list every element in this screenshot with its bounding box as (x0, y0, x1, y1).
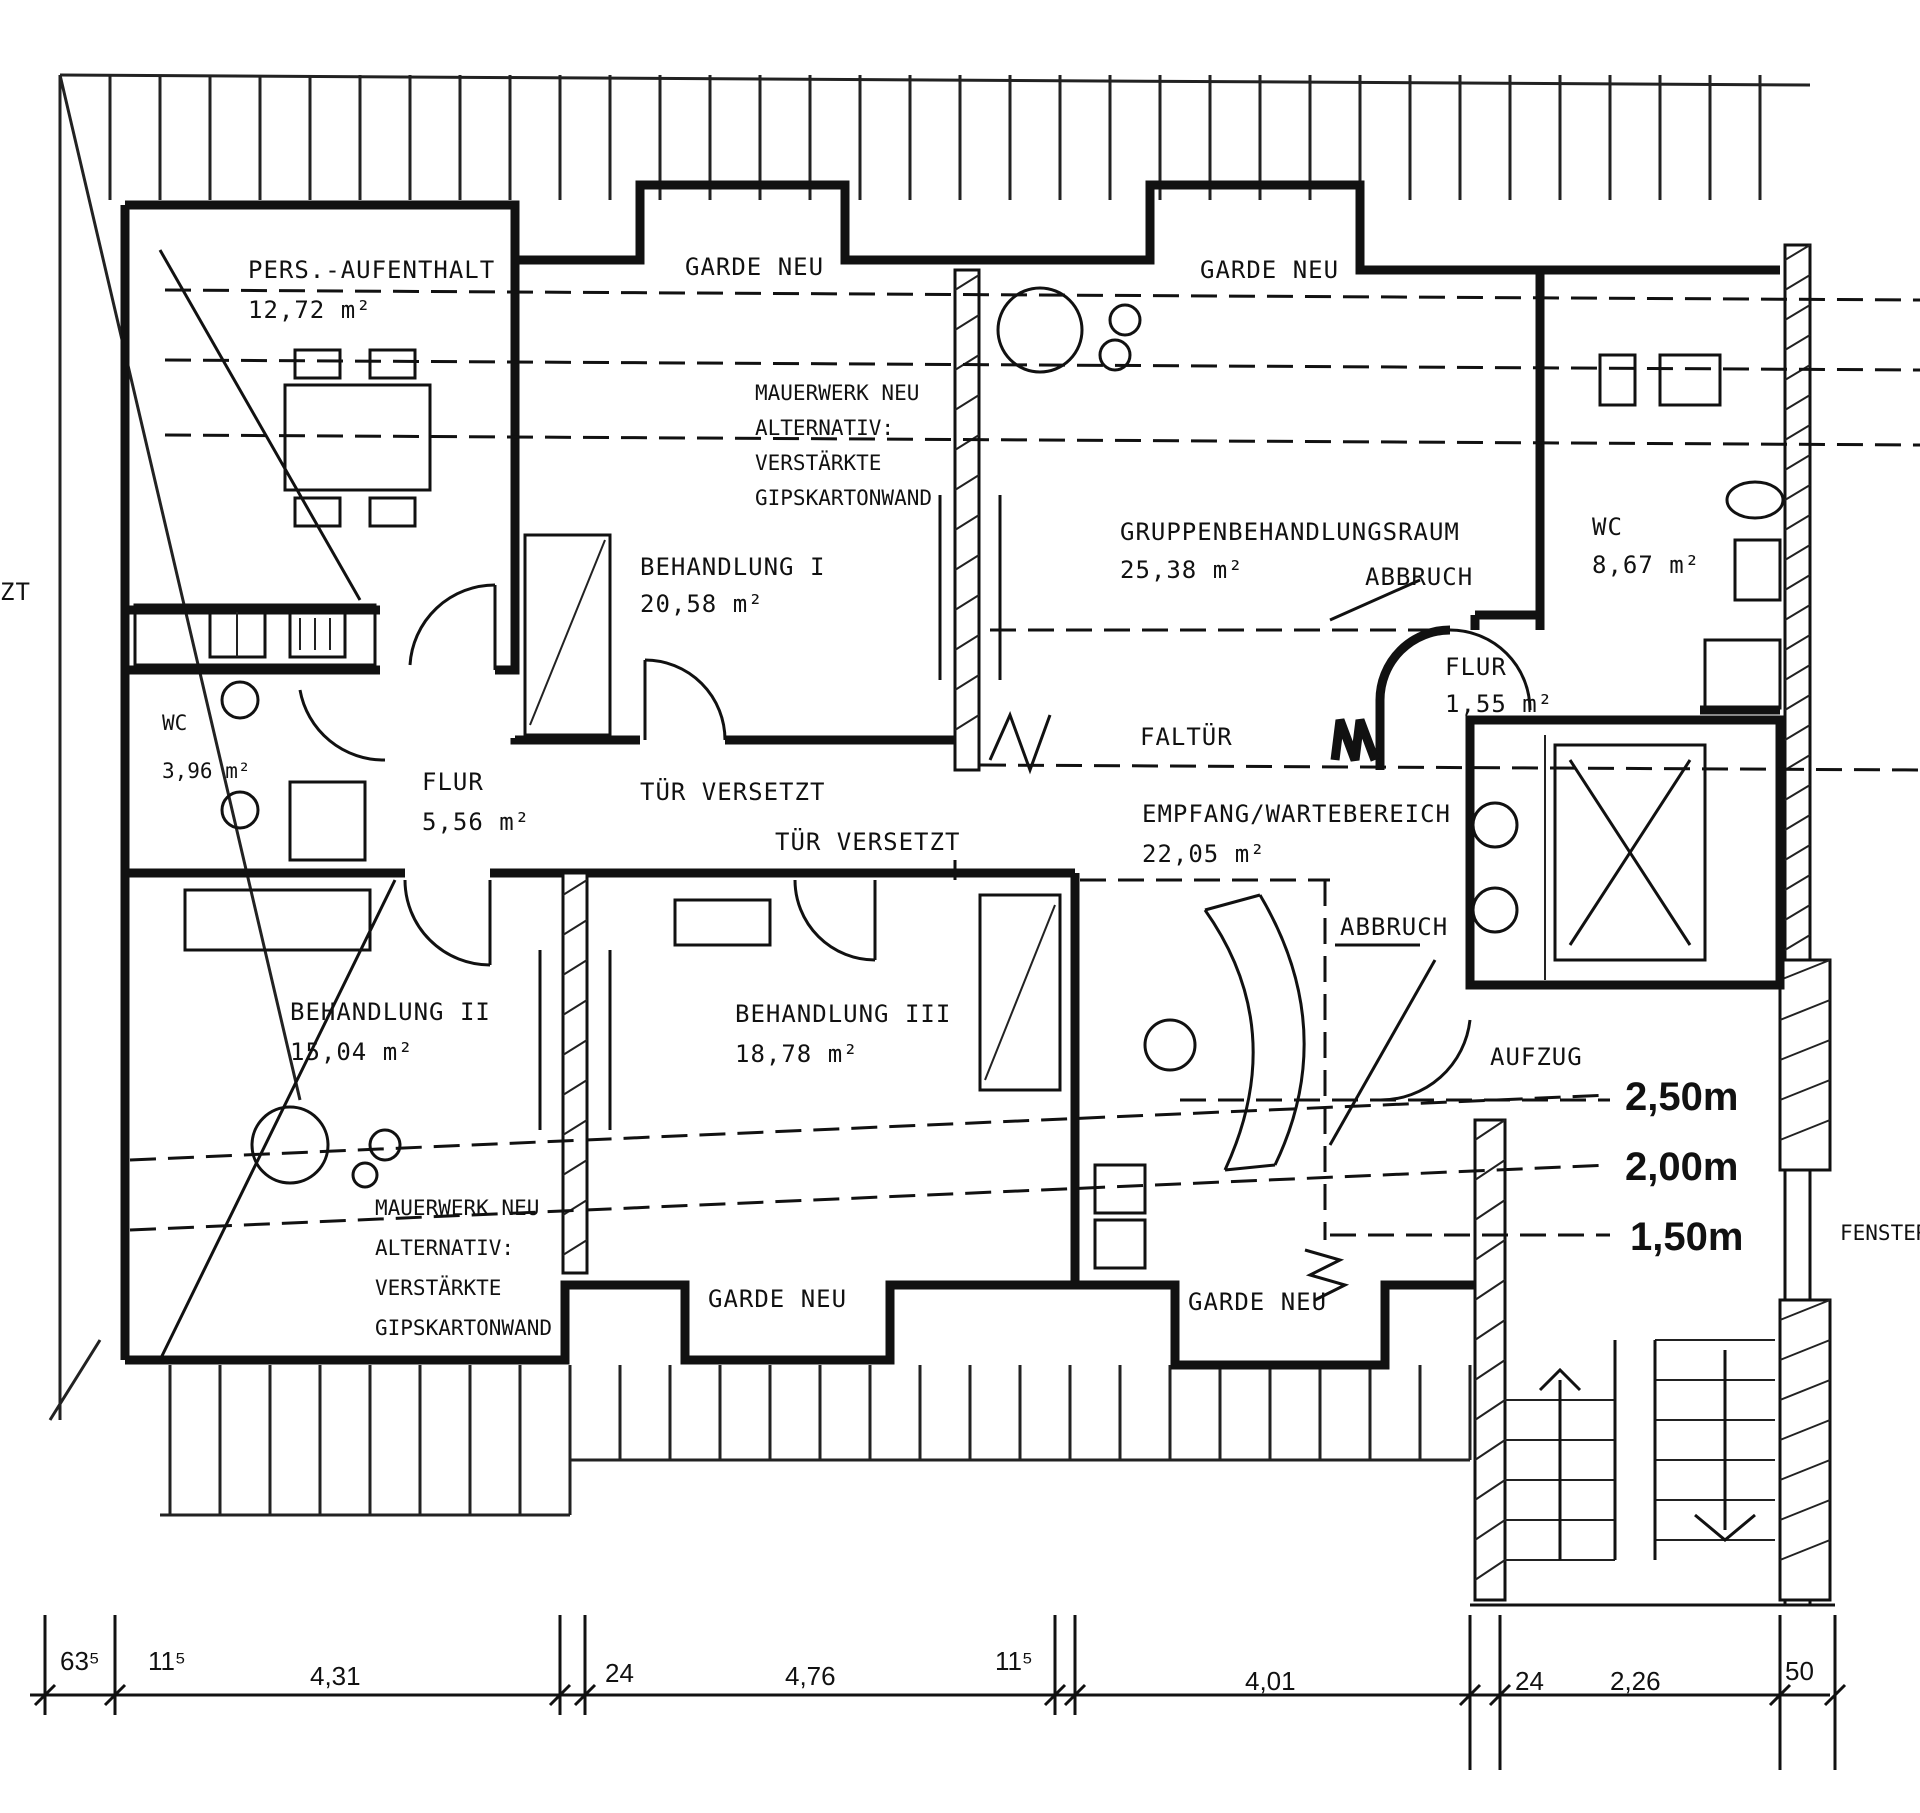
aufzug-label: AUFZUG (1490, 1043, 1583, 1071)
mauerwerk-top-4: GIPSKARTONWAND (755, 486, 932, 510)
dim-635: 63⁵ (60, 1646, 100, 1676)
flur-small-area: 1,55 m² (1445, 690, 1553, 718)
dim-226: 2,26 (1610, 1666, 1661, 1696)
height-200: 2,00m (1625, 1145, 1738, 1189)
leaders (158, 249, 1437, 1361)
dim-24a: 24 (605, 1658, 634, 1688)
dim-476: 4,76 (785, 1661, 836, 1691)
behandlung3-name: BEHANDLUNG III (735, 1000, 951, 1028)
fenster-label: FENSTER (1840, 1221, 1920, 1245)
dim-115b: 11⁵ (995, 1646, 1033, 1676)
wc-fixtures-left (220, 680, 367, 862)
height-lines (129, 288, 1920, 1240)
gruppe-area: 25,38 m² (1120, 556, 1244, 584)
zt-label: ZT (0, 578, 31, 606)
garde-top-left: GARDE NEU (685, 253, 824, 281)
kitchenette (133, 603, 377, 667)
empfang-area: 22,05 m² (1142, 840, 1266, 868)
tuer-versetzt-1: TÜR VERSETZT (640, 777, 825, 806)
behandlung2-name: BEHANDLUNG II (290, 998, 491, 1026)
mauerwerk-top-1: MAUERWERK NEU (755, 381, 919, 405)
folding-doors (988, 710, 1380, 775)
behandlung2-area: 15,04 m² (290, 1038, 414, 1066)
elevator-shaft (1465, 715, 1785, 990)
wc-name: WC (1592, 513, 1623, 541)
mauerwerk-top-3: VERSTÄRKTE (755, 450, 881, 475)
tuer-versetzt-2: TÜR VERSETZT (775, 827, 960, 856)
reception-counter (1093, 893, 1306, 1270)
dim-431: 4,31 (310, 1661, 361, 1691)
flur-main-area: 5,56 m² (422, 808, 530, 836)
garde-top-right: GARDE NEU (1200, 256, 1339, 284)
mauerwerk-bottom-2: ALTERNATIV: (375, 1236, 514, 1260)
mauerwerk-bottom-4: GIPSKARTONWAND (375, 1316, 552, 1340)
wc2-name: WC (162, 711, 187, 735)
mauerwerk-bottom-3: VERSTÄRKTE (375, 1275, 501, 1300)
wc2-area: 3,96 m² (162, 759, 251, 783)
dimension-chain (30, 1603, 1847, 1770)
dim-24b: 24 (1515, 1666, 1544, 1696)
height-markers: 2,50m 2,00m 1,50m (1625, 1075, 1743, 1259)
dining-table (283, 348, 432, 528)
roof-rafters-bottom (48, 1339, 1472, 1517)
height-250: 2,50m (1625, 1075, 1738, 1119)
dim-50: 50 (1785, 1656, 1814, 1686)
aufenthalt-name: PERS.-AUFENTHALT (248, 256, 495, 284)
garde-bottom-right: GARDE NEU (1188, 1288, 1327, 1316)
hatched-exterior-wall (1778, 243, 1832, 1607)
stairwell (1473, 1118, 1775, 1602)
abbruch-bottom: ABBRUCH (1340, 913, 1448, 941)
dim-115a: 11⁵ (148, 1646, 186, 1676)
wc-area: 8,67 m² (1592, 551, 1700, 579)
mauerwerk-bottom-1: MAUERWERK NEU (375, 1196, 539, 1220)
behandlung1-name: BEHANDLUNG I (640, 553, 825, 581)
roof-rafters-top (58, 73, 1811, 1420)
wc-fixtures-right (1598, 353, 1785, 710)
gruppe-name: GRUPPENBEHANDLUNGSRAUM (1120, 518, 1460, 546)
wardrobes (183, 533, 1062, 1092)
flur-small-name: FLUR (1445, 653, 1507, 681)
dimension-labels: 63⁵ 11⁵ 4,31 24 4,76 11⁵ 4,01 24 2,26 50 (60, 1646, 1814, 1696)
behandlung1-area: 20,58 m² (640, 590, 764, 618)
height-150: 1,50m (1630, 1215, 1743, 1259)
aufenthalt-area: 12,72 m² (248, 296, 372, 324)
garde-bottom-left: GARDE NEU (708, 1285, 847, 1313)
plants (250, 286, 1519, 1189)
dim-401: 4,01 (1245, 1666, 1296, 1696)
mauerwerk-top-2: ALTERNATIV: (755, 416, 894, 440)
flur-main-name: FLUR (422, 768, 484, 796)
room-labels: PERS.-AUFENTHALT 12,72 m² GARDE NEU GARD… (0, 253, 1920, 1340)
faltur-label: FALTÜR (1140, 722, 1233, 751)
interior-walls (125, 205, 1780, 1285)
empfang-name: EMPFANG/WARTEBEREICH (1142, 800, 1451, 828)
behandlung3-area: 18,78 m² (735, 1040, 859, 1068)
door-swings (298, 583, 1532, 1102)
abbruch-top: ABBRUCH (1365, 563, 1473, 591)
